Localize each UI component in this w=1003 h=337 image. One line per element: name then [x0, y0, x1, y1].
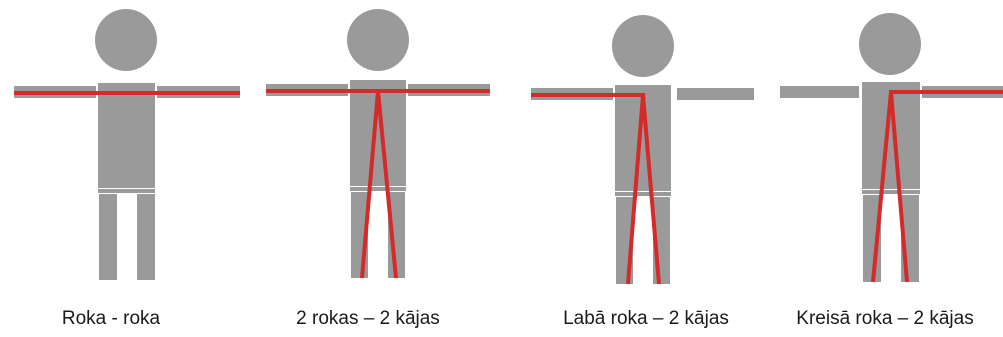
caption-left-hand-to-both-feet: Kreisā roka – 2 kājas — [796, 308, 974, 329]
caption-both-hands-to-both-feet: 2 rokas – 2 kājas — [296, 308, 440, 329]
current-path-left-leg — [360, 90, 380, 279]
caption-right-hand-to-both-feet: Labā roka – 2 kājas — [563, 308, 729, 329]
hips — [98, 189, 155, 193]
current-path-right-leg — [641, 94, 661, 285]
current-path-right-leg — [376, 90, 398, 279]
hips — [350, 187, 406, 191]
figure-both-hands-to-both-feet — [266, 9, 490, 279]
right-leg — [137, 194, 155, 280]
head — [859, 13, 921, 75]
right-arm — [780, 86, 859, 98]
figure-right-hand-to-both-feet — [531, 15, 754, 285]
head — [95, 9, 157, 71]
hips — [862, 190, 920, 194]
hips — [615, 192, 671, 196]
torso — [98, 83, 155, 188]
figure-left-hand-to-both-feet — [780, 13, 1003, 283]
head — [347, 9, 409, 71]
head — [612, 15, 674, 77]
caption-hand-to-hand: Roka - roka — [61, 308, 161, 329]
left-leg — [99, 194, 117, 280]
left-arm — [677, 88, 754, 100]
figure-hand-to-hand — [14, 9, 240, 280]
current-path-left-leg — [871, 91, 893, 283]
